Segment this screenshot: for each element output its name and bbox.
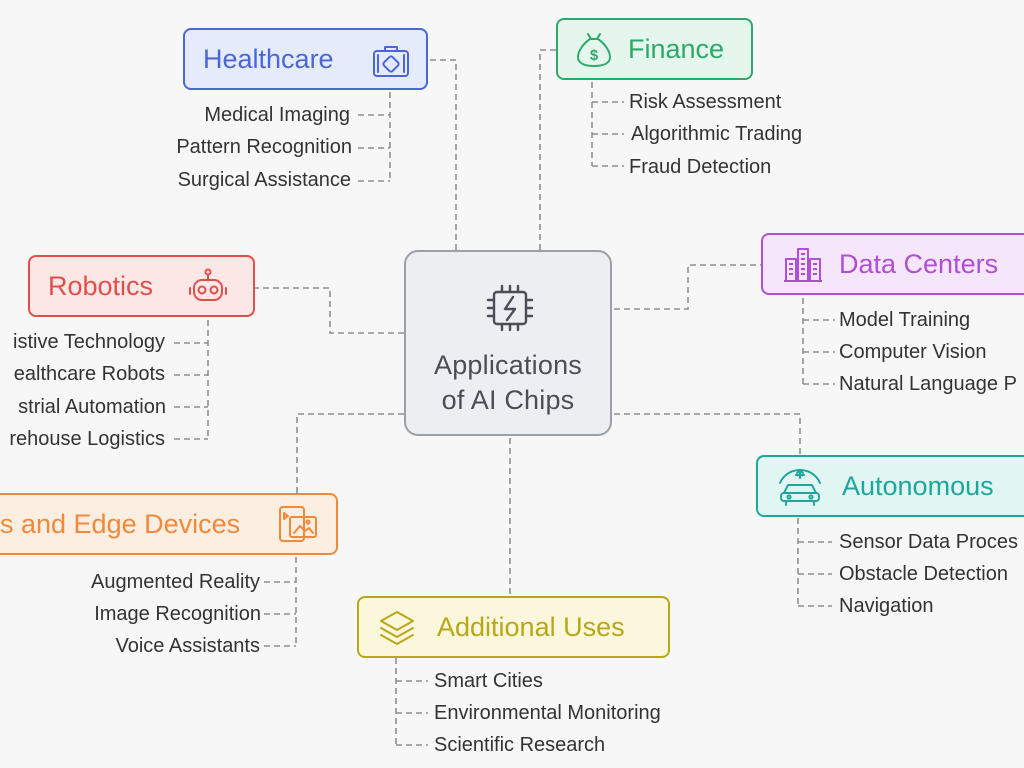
- leaf-item: rehouse Logistics: [9, 428, 165, 450]
- leaf-item: Sensor Data Proces: [839, 531, 1018, 553]
- branch-label: s and Edge Devices: [0, 509, 241, 539]
- leaf-item: Model Training: [839, 309, 971, 331]
- central-node: Applications of AI Chips: [404, 250, 612, 436]
- branch-robotics[interactable]: Robotics: [28, 255, 255, 317]
- leaf-item: ealthcare Robots: [13, 363, 165, 385]
- devices-icon: [279, 506, 317, 542]
- branch-label: Data Centers: [839, 249, 999, 279]
- leaf-item: Fraud Detection: [629, 156, 772, 178]
- leaf-item: Risk Assessment: [629, 91, 782, 113]
- leaf-item: Natural Language P: [839, 373, 1017, 395]
- branch-finance[interactable]: $ Finance: [556, 18, 753, 80]
- chip-icon: [486, 284, 534, 332]
- money-bag-icon: $: [577, 33, 611, 67]
- leaf-item: Pattern Recognition: [176, 136, 352, 158]
- leaf-item: Augmented Reality: [91, 571, 260, 593]
- medical-kit-icon: [373, 46, 409, 77]
- leaf-item: Algorithmic Trading: [631, 123, 803, 145]
- leaf-item: Voice Assistants: [115, 635, 260, 657]
- leaf-item: Medical Imaging: [204, 104, 350, 126]
- branch-label: Finance: [628, 34, 725, 64]
- central-title-line1: Applications: [434, 350, 582, 380]
- branch-label: Healthcare: [203, 44, 334, 74]
- branch-data-centers[interactable]: Data Centers: [761, 233, 1024, 295]
- svg-text:$: $: [590, 47, 599, 64]
- branch-autonomous[interactable]: Autonomous: [756, 455, 1024, 517]
- central-title-line2: of AI Chips: [441, 385, 575, 415]
- branch-additional-uses[interactable]: Additional Uses: [357, 596, 670, 658]
- leaf-item: Surgical Assistance: [177, 169, 351, 191]
- leaf-item: istive Technology: [13, 331, 165, 353]
- branch-healthcare[interactable]: Healthcare: [183, 28, 428, 90]
- leaf-item: Environmental Monitoring: [434, 702, 661, 724]
- car-icon: [779, 469, 821, 506]
- leaf-item: Smart Cities: [434, 670, 543, 692]
- branch-label: Autonomous: [842, 471, 994, 501]
- branch-label: Additional Uses: [437, 612, 625, 642]
- leaf-item: Image Recognition: [94, 603, 261, 625]
- buildings-icon: [784, 248, 822, 282]
- leaf-item: Obstacle Detection: [839, 563, 1008, 585]
- robot-icon: [189, 268, 227, 301]
- leaf-item: strial Automation: [18, 396, 166, 418]
- leaf-item: Computer Vision: [839, 341, 987, 363]
- branch-label: Robotics: [48, 271, 154, 301]
- layers-icon: [380, 611, 414, 645]
- branch-edge-devices[interactable]: s and Edge Devices: [0, 493, 338, 555]
- leaf-item: Scientific Research: [434, 734, 606, 756]
- leaf-item: Navigation: [839, 595, 934, 617]
